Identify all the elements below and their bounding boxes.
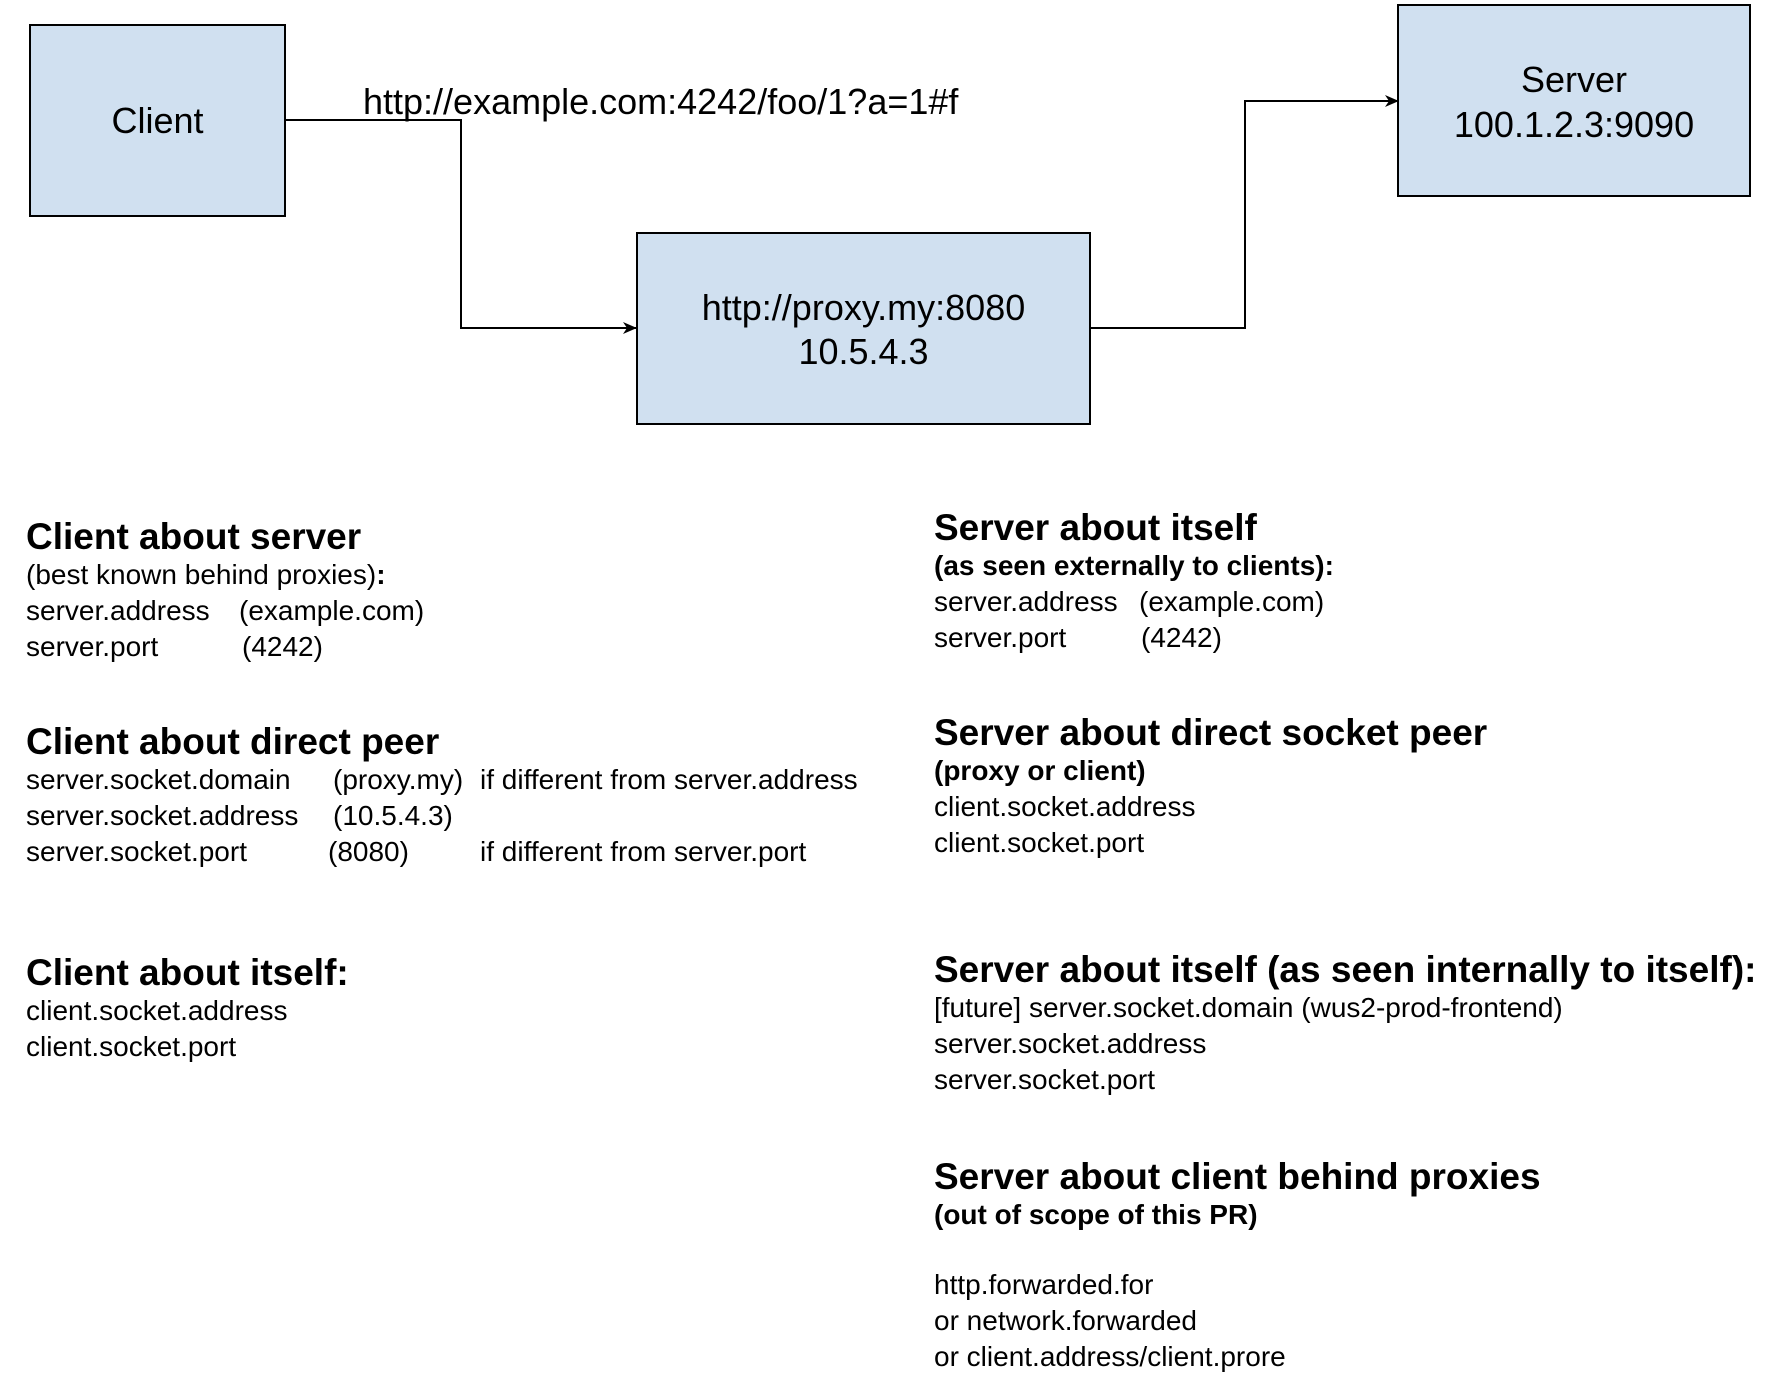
request-url-label: http://example.com:4242/foo/1?a=1#f xyxy=(363,81,959,122)
attribute-line: client.socket.port xyxy=(934,825,1487,861)
attribute-row: server.port (4242) xyxy=(26,629,386,665)
section-title: Client about itself: xyxy=(26,952,349,993)
attribute-line: [future] server.socket.domain (wus2-prod… xyxy=(934,990,1756,1026)
attribute-note: if different from server.address xyxy=(480,764,858,795)
network-diagram: Client http://proxy.my:8080 10.5.4.3 Ser… xyxy=(29,4,1751,425)
client-node: Client xyxy=(29,24,286,217)
server-about-direct-socket-peer-section: Server about direct socket peer (proxy o… xyxy=(934,713,1487,861)
attribute-name: server.port xyxy=(934,622,1067,653)
attribute-row: server.port (4242) xyxy=(934,620,1334,656)
attribute-note: if different from server.port xyxy=(480,836,807,867)
attribute-name: server.address xyxy=(26,595,210,626)
section-title: Server about itself (as seen internally … xyxy=(934,949,1757,990)
section-subtitle: (as seen externally to clients): xyxy=(934,550,1334,581)
client-about-server-section: Client about server (best known behind p… xyxy=(26,516,424,665)
client-about-itself-section: Client about itself: client.socket.addre… xyxy=(26,953,349,1065)
server-node: Server 100.1.2.3:9090 xyxy=(1397,4,1751,197)
attribute-name: http.forwarded.for xyxy=(934,1269,1154,1300)
proxy-node-url: http://proxy.my:8080 xyxy=(702,287,1026,328)
attribute-row: server.address (example.com) xyxy=(26,593,424,629)
subtitle-colon: : xyxy=(376,559,386,590)
server-node-label: Server xyxy=(1521,59,1627,100)
server-about-client-behind-proxies-section: Server about client behind proxies (out … xyxy=(934,1157,1541,1375)
attribute-name: or network.forwarded xyxy=(934,1305,1198,1336)
section-title: Client about server xyxy=(26,516,362,557)
attribute-name: [future] server.socket.domain (wus2-prod… xyxy=(934,992,1563,1023)
attribute-name: client.socket.address xyxy=(934,791,1196,822)
attribute-name: server.socket.address xyxy=(26,800,299,831)
attribute-line: http.forwarded.for xyxy=(934,1267,1541,1303)
section-title: Server about direct socket peer xyxy=(934,712,1488,753)
attribute-line: server.socket.address xyxy=(934,1026,1756,1062)
section-subtitle: (out of scope of this PR) xyxy=(934,1199,1258,1230)
attribute-name: server.socket.domain xyxy=(26,764,291,795)
section-subtitle: (proxy or client) xyxy=(934,755,1146,786)
attribute-value: (4242) xyxy=(242,631,323,662)
attribute-name: server.address xyxy=(934,586,1118,617)
section-title: Server about client behind proxies xyxy=(934,1156,1541,1197)
attribute-name: or client.address/client.prore xyxy=(934,1341,1286,1372)
attribute-value: (10.5.4.3) xyxy=(333,800,453,831)
section-title: Client about direct peer xyxy=(26,721,440,762)
proxy-node-ip: 10.5.4.3 xyxy=(798,331,928,372)
attribute-row: server.socket.domain (proxy.my) if diffe… xyxy=(26,762,858,798)
attribute-name: server.socket.address xyxy=(934,1028,1207,1059)
proxy-node: http://proxy.my:8080 10.5.4.3 xyxy=(636,232,1091,425)
attribute-value: (4242) xyxy=(1141,622,1222,653)
attribute-value: (8080) xyxy=(328,836,409,867)
server-about-itself-external-section: Server about itself (as seen externally … xyxy=(934,508,1334,656)
attribute-row: server.socket.port (8080) if different f… xyxy=(26,834,806,870)
attribute-row: server.socket.address (10.5.4.3) xyxy=(26,798,453,834)
attribute-value: (example.com) xyxy=(239,595,425,626)
attribute-value: (proxy.my) xyxy=(333,764,464,795)
attribute-line: client.socket.address xyxy=(26,993,349,1029)
attribute-name: client.socket.port xyxy=(26,1031,237,1062)
section-subtitle: (best known behind proxies): xyxy=(26,557,386,593)
attribute-name: server.port xyxy=(26,631,159,662)
attribute-name: client.socket.port xyxy=(934,827,1145,858)
subtitle-text: (best known behind proxies) xyxy=(26,559,377,590)
server-about-itself-internal-section: Server about itself (as seen internally … xyxy=(934,950,1756,1098)
client-to-proxy-edge xyxy=(285,119,637,334)
attribute-name: server.socket.port xyxy=(26,836,247,867)
proxy-to-server-edge xyxy=(1090,95,1399,329)
attribute-name: server.socket.port xyxy=(934,1064,1155,1095)
attribute-line: client.socket.address xyxy=(934,789,1487,825)
section-title: Server about itself xyxy=(934,507,1257,548)
server-node-address: 100.1.2.3:9090 xyxy=(1454,104,1694,145)
attribute-line: server.socket.port xyxy=(934,1062,1756,1098)
client-node-label: Client xyxy=(111,100,203,141)
attribute-line: or client.address/client.prore xyxy=(934,1339,1541,1375)
client-about-direct-peer-section: Client about direct peer server.socket.d… xyxy=(26,721,858,870)
section-spacer xyxy=(934,1233,1541,1267)
attribute-name: client.socket.address xyxy=(26,995,288,1026)
attribute-line: client.socket.port xyxy=(26,1029,349,1065)
attribute-line: or network.forwarded xyxy=(934,1303,1541,1339)
attribute-row: server.address (example.com) xyxy=(934,584,1334,620)
attribute-value: (example.com) xyxy=(1139,586,1325,617)
